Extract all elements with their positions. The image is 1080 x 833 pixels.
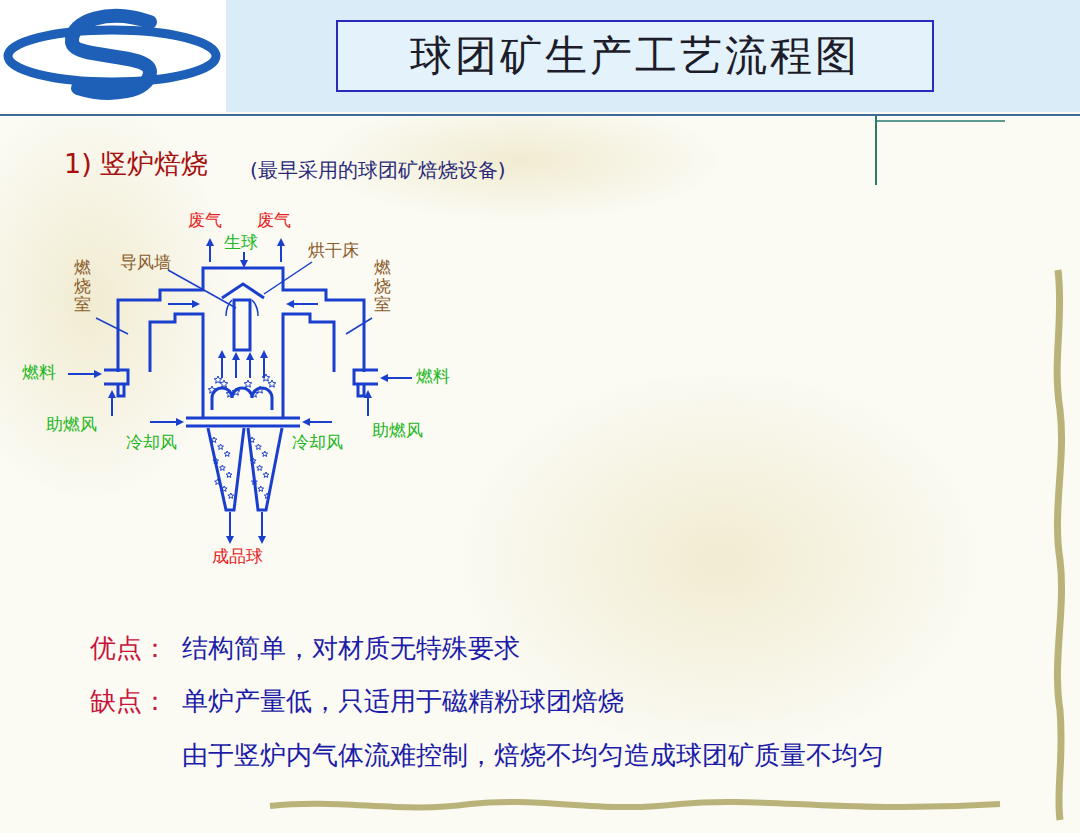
output-label: 成品球 bbox=[212, 546, 263, 566]
list-text: 由于竖炉内气体流难控制，焙烧不均匀造成球团矿质量不均匀 bbox=[182, 740, 884, 771]
header-rule bbox=[875, 115, 877, 185]
section-heading: 1) 竖炉焙烧 bbox=[64, 148, 208, 180]
leader-line bbox=[96, 318, 128, 334]
logo-ground bbox=[0, 0, 226, 112]
leader-line bbox=[168, 270, 236, 308]
input-label: 燃料 bbox=[22, 362, 56, 382]
part-label: 燃烧室 bbox=[374, 258, 391, 314]
list-key: 优点： bbox=[90, 633, 168, 664]
shaft-furnace bbox=[104, 268, 378, 510]
exhaust-label: 废气 bbox=[257, 210, 291, 230]
bamboo-decoration bbox=[1057, 270, 1061, 820]
gas-flow bbox=[252, 300, 258, 316]
input-label: 助燃风 bbox=[46, 414, 97, 434]
pellet-texture bbox=[208, 374, 276, 498]
bg-flower bbox=[0, 100, 230, 500]
input-label: 冷却风 bbox=[292, 432, 343, 452]
header-band bbox=[0, 0, 1080, 112]
slide-title: 球团矿生产工艺流程图 bbox=[410, 28, 860, 84]
title-box: 球团矿生产工艺流程图 bbox=[336, 20, 934, 92]
list-text: 单炉产量低，只适用于磁精粉球团焙烧 bbox=[182, 686, 624, 717]
list-key: 缺点： bbox=[90, 686, 168, 717]
leader-line bbox=[346, 318, 372, 334]
input-label: 助燃风 bbox=[372, 420, 423, 440]
exhaust-label: 废气 bbox=[188, 210, 222, 230]
header-rule bbox=[0, 114, 1080, 116]
part-label: 导风墙 bbox=[120, 252, 171, 272]
part-label: 烘干床 bbox=[308, 240, 359, 260]
leader-line bbox=[264, 262, 312, 294]
part-label: 燃烧室 bbox=[74, 258, 91, 314]
feed-label: 生球 bbox=[224, 232, 258, 252]
header-rule bbox=[876, 120, 1005, 122]
flow-arrow bbox=[68, 240, 412, 542]
input-label: 冷却风 bbox=[126, 432, 177, 452]
input-label: 燃料 bbox=[416, 366, 450, 386]
logo bbox=[8, 16, 216, 93]
list-text: 结构简单，对材质无特殊要求 bbox=[182, 633, 520, 664]
section-note: (最早采用的球团矿焙烧设备) bbox=[250, 158, 506, 182]
bamboo-decoration bbox=[270, 802, 1000, 808]
